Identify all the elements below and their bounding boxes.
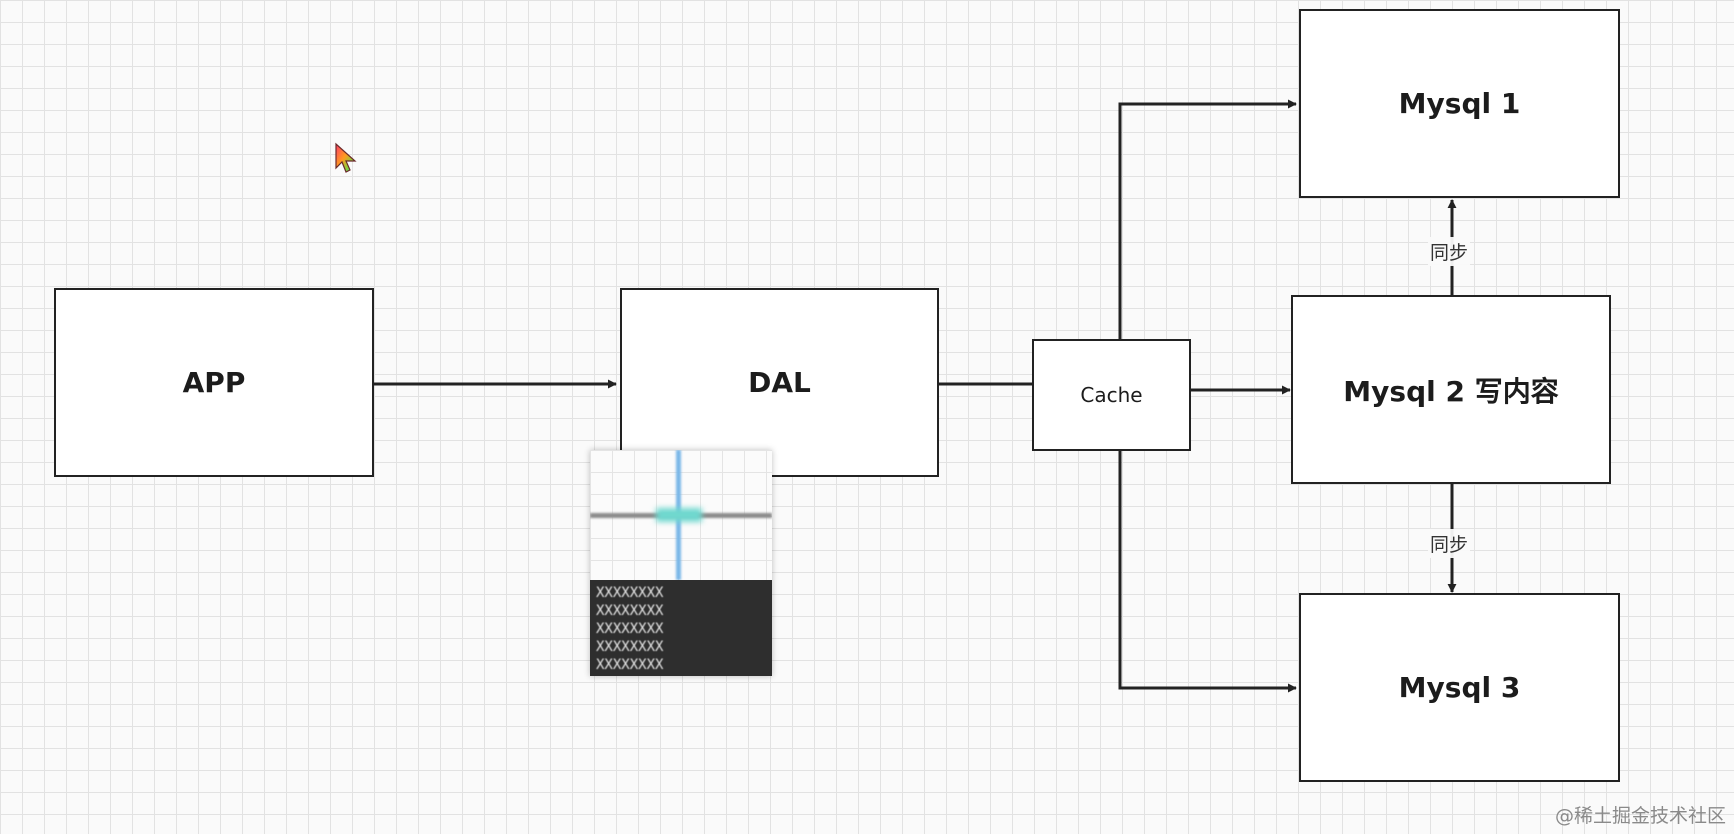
magnifier-grid — [590, 450, 772, 580]
node-app[interactable]: APP — [54, 288, 374, 477]
edge-label-sync-down: 同步 — [1428, 529, 1471, 558]
cursor-icon — [335, 142, 357, 173]
magnifier-info-line: XXXXXXXX — [596, 639, 664, 655]
node-cache[interactable]: Cache — [1032, 339, 1191, 451]
magnifier-preview: XXXXXXXX XXXXXXXX XXXXXXXX XXXXXXXX XXXX… — [590, 450, 772, 676]
node-mysql2[interactable]: Mysql 2 写内容 — [1291, 295, 1611, 484]
edge-cache-mysql3 — [1118, 451, 1297, 693]
magnifier-info-panel: XXXXXXXX XXXXXXXX XXXXXXXX XXXXXXXX XXXX… — [590, 580, 772, 676]
magnifier-info-line: XXXXXXXX — [596, 585, 664, 601]
edge-label-sync-up: 同步 — [1428, 237, 1471, 266]
magnifier-info-line: XXXXXXXX — [596, 603, 664, 619]
magnifier-info-line: XXXXXXXX — [596, 621, 664, 637]
node-mysql3[interactable]: Mysql 3 — [1299, 593, 1620, 782]
node-mysql1[interactable]: Mysql 1 — [1299, 9, 1620, 198]
magnifier-info-line: XXXXXXXX — [596, 657, 664, 673]
watermark: @稀土掘金技术社区 — [1554, 805, 1726, 827]
node-dal[interactable]: DAL — [620, 288, 939, 477]
edge-cache-mysql1 — [1118, 99, 1297, 339]
magnifier-crosshair-center — [656, 508, 702, 522]
